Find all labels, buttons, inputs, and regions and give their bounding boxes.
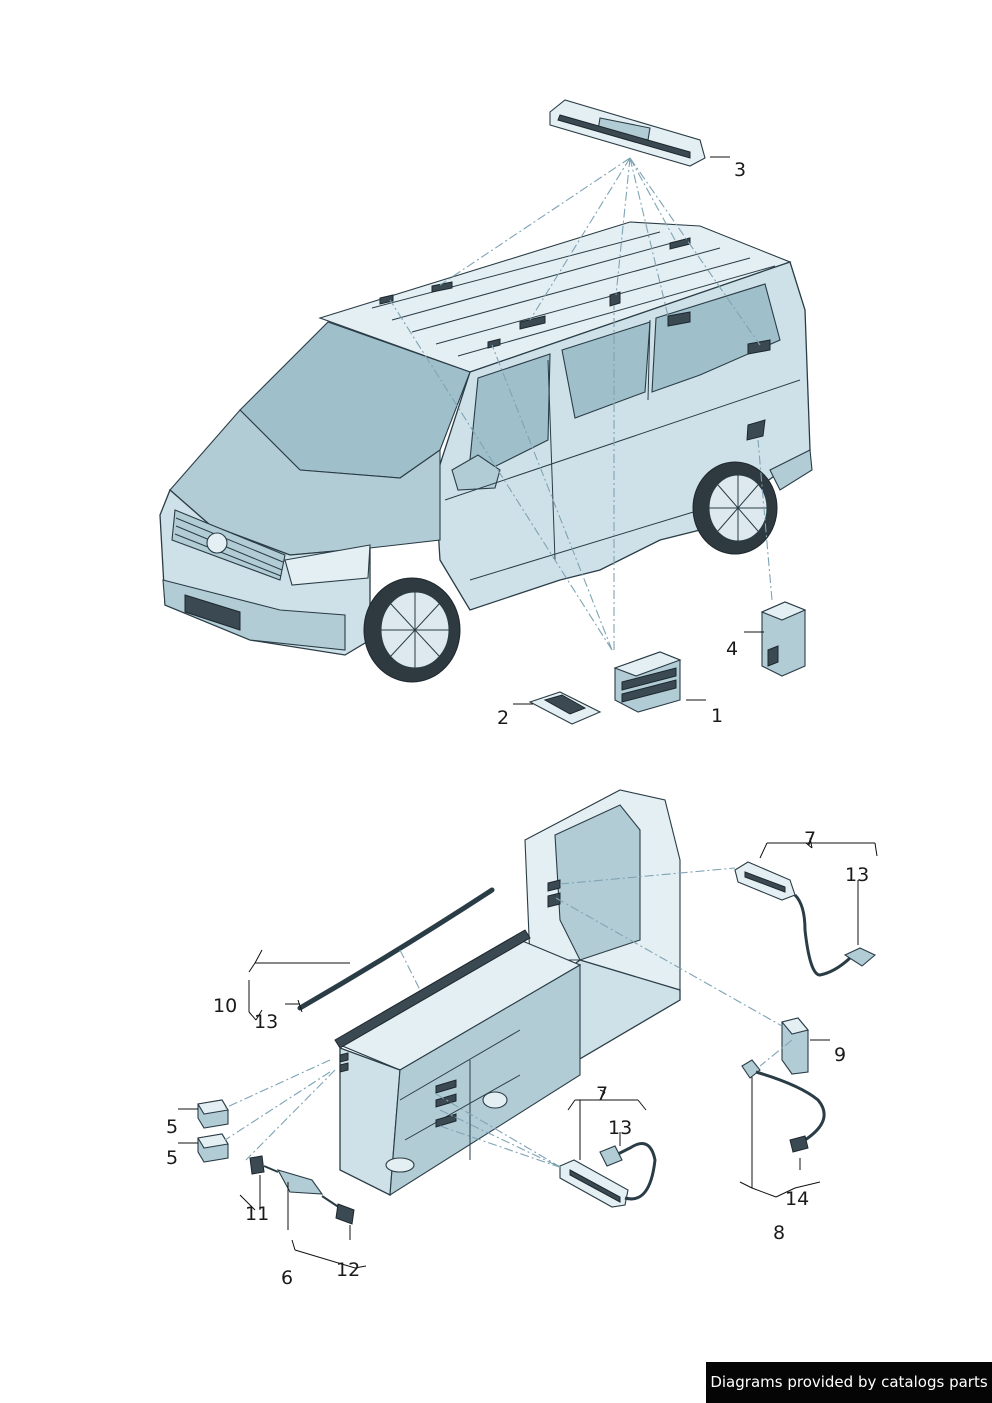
part-7-light-bar-upper <box>734 861 877 977</box>
callout-9: 9 <box>834 1044 846 1066</box>
callout-7-upper: 7 <box>804 828 816 850</box>
part-2-lamp <box>528 691 602 725</box>
interior-furniture-illustration <box>334 789 681 1197</box>
part-5-switch-lower <box>197 1133 229 1163</box>
callout-2: 2 <box>497 707 509 729</box>
callout-11: 11 <box>245 1203 269 1225</box>
part-8-cable <box>741 1059 826 1153</box>
part-3-roof-light <box>549 99 706 167</box>
part-1-control-unit <box>613 651 682 713</box>
callout-4: 4 <box>726 638 738 660</box>
callout-6: 6 <box>281 1267 293 1289</box>
callout-12: 12 <box>336 1259 360 1281</box>
callout-13-upper: 13 <box>845 864 869 886</box>
callout-1: 1 <box>711 705 723 727</box>
part-6-driver-unit <box>249 1155 355 1225</box>
callout-10: 10 <box>213 995 237 1017</box>
callout-13-left: 13 <box>254 1011 278 1033</box>
callout-8: 8 <box>773 1222 785 1244</box>
callout-5-upper: 5 <box>166 1116 178 1138</box>
part-5-switch-upper <box>197 1099 229 1129</box>
callout-3: 3 <box>734 159 746 181</box>
callout-13-lower: 13 <box>608 1117 632 1139</box>
part-7-light-bar-lower <box>559 1142 657 1208</box>
callout-7-lower: 7 <box>596 1083 608 1105</box>
part-4-module <box>760 601 807 677</box>
van-illustration <box>159 221 813 683</box>
callout-14: 14 <box>785 1188 809 1210</box>
callout-5-lower: 5 <box>166 1147 178 1169</box>
part-10-light-strip <box>297 887 495 1011</box>
part-9-holder <box>781 1017 809 1075</box>
credit-banner[interactable]: Diagrams provided by catalogs parts <box>706 1362 992 1403</box>
